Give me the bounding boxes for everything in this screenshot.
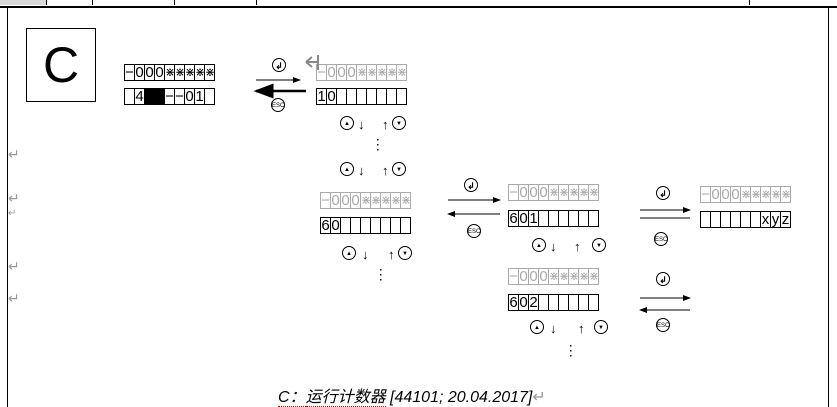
paragraph-mark: ↵ <box>8 208 17 219</box>
display-segment <box>204 88 215 105</box>
esc-key-icon: ESC <box>271 98 285 112</box>
arrow-down-icon: ↓ <box>358 117 365 132</box>
down-key-icon: ▼ <box>392 116 406 130</box>
arrow-up-icon: ↑ <box>388 247 395 262</box>
display-segment: ⋇ <box>204 64 216 81</box>
ellipsis-vertical: ··· <box>376 135 380 156</box>
table-header-strip <box>0 0 837 6</box>
table-cell <box>0 0 47 5</box>
paragraph-mark: ↵ <box>8 258 20 274</box>
arrow-up-icon: ↑ <box>574 239 581 254</box>
paragraph-mark: ↵ <box>8 190 20 206</box>
table-cell <box>175 0 257 5</box>
enter-key-icon: ↲ <box>656 272 670 286</box>
caption-title: 运行计数器 <box>305 389 386 407</box>
table-cell <box>93 0 175 5</box>
display-segment <box>396 88 407 105</box>
arrow-up-icon: ↑ <box>382 117 389 132</box>
table-rule <box>0 6 837 8</box>
paragraph-mark: ↵ <box>532 389 546 406</box>
display-segment <box>400 217 411 234</box>
display-segment: ⋇ <box>780 186 792 203</box>
down-key-icon: ▼ <box>592 238 606 252</box>
display-segment: z <box>780 211 791 228</box>
enter-key-icon: ↲ <box>656 186 670 200</box>
display-segment <box>588 210 599 227</box>
caption-suffix: [44101; 20.04.2017] <box>385 389 533 406</box>
display-segment: ⋇ <box>588 184 600 201</box>
paragraph-mark: ↵ <box>8 146 20 162</box>
table-border-left <box>7 8 8 407</box>
arrow-down-icon: ↓ <box>550 239 557 254</box>
table-border-right <box>828 8 829 407</box>
enter-key-icon: ↲ <box>464 178 478 192</box>
arrow-up-icon: ↑ <box>578 321 585 336</box>
down-key-icon: ▼ <box>594 320 608 334</box>
up-key-icon: ▲ <box>532 238 546 252</box>
arrow-down-icon: ↓ <box>358 163 365 178</box>
up-key-icon: ▲ <box>530 320 544 334</box>
enter-key-icon: ↲ <box>272 58 286 72</box>
arrow-down-icon: ↓ <box>362 247 369 262</box>
esc-key-icon: ESC <box>654 232 668 246</box>
ellipsis-vertical: ··· <box>569 341 573 362</box>
section-label-box: C <box>26 28 96 102</box>
table-cell <box>47 0 93 5</box>
table-cell <box>257 0 750 5</box>
ellipsis-vertical: ··· <box>379 265 383 286</box>
esc-key-icon: ESC <box>656 318 670 332</box>
display-segment: ⋇ <box>396 64 408 81</box>
figure-caption: C：运行计数器 [44101; 20.04.2017]↵ <box>278 383 546 407</box>
up-key-icon: ▲ <box>342 246 356 260</box>
arrow-up-icon: ↑ <box>382 163 389 178</box>
down-key-icon: ▼ <box>392 162 406 176</box>
down-key-icon: ▼ <box>398 246 412 260</box>
display-segment <box>588 294 599 311</box>
esc-key-icon: ESC <box>467 224 481 238</box>
paragraph-mark: ↵ <box>8 290 20 306</box>
caption-prefix: C： <box>278 389 306 407</box>
up-key-icon: ▲ <box>340 116 354 130</box>
display-segment: ⋇ <box>588 268 600 285</box>
arrow-down-icon: ↓ <box>550 321 557 336</box>
display-segment: ⋇ <box>400 192 412 209</box>
up-key-icon: ▲ <box>340 162 354 176</box>
